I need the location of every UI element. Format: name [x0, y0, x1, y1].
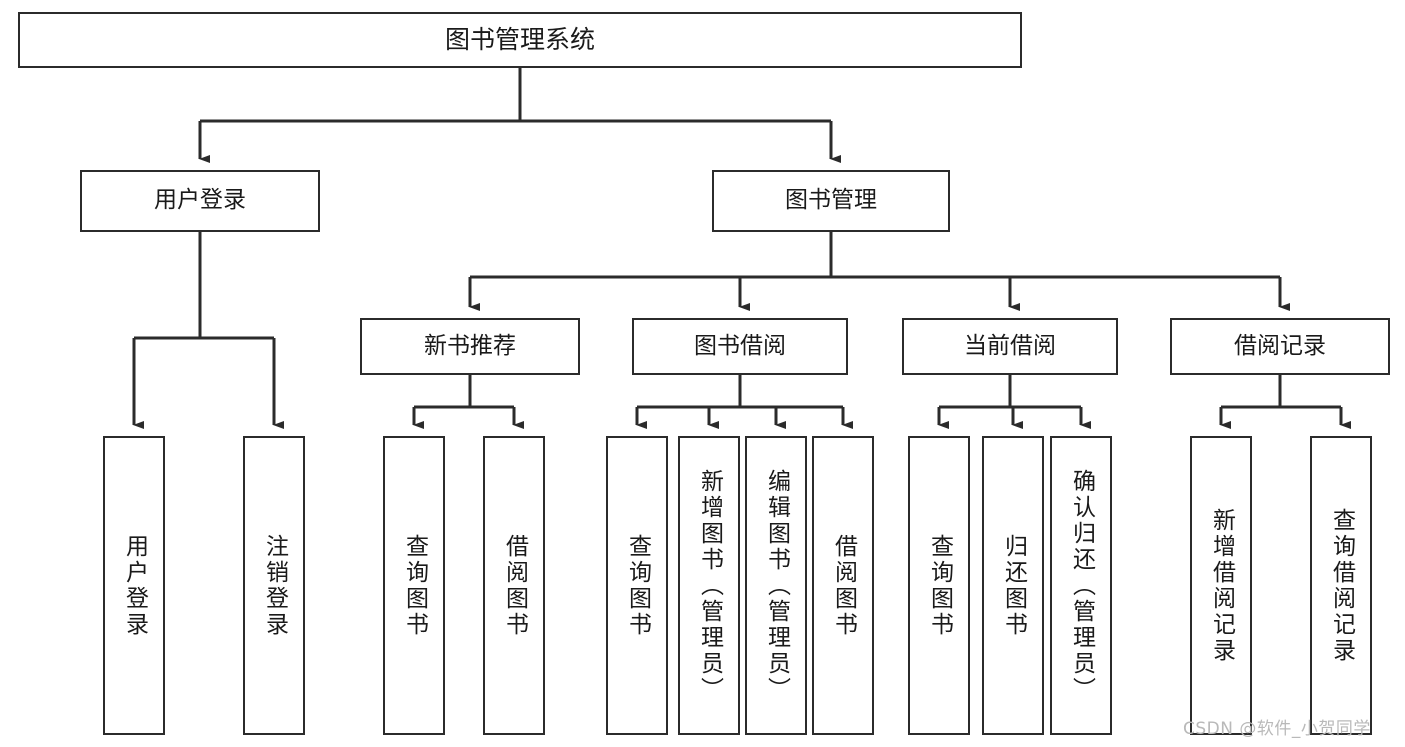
node-leaf-add-book[interactable]: 新增图书（管理员）	[678, 436, 740, 735]
node-label: 注销登录	[261, 533, 288, 638]
node-label: 查询图书	[624, 533, 651, 638]
node-root[interactable]: 图书管理系统	[18, 12, 1022, 68]
node-label: 借阅记录	[1234, 332, 1326, 359]
node-label: 图书管理	[785, 187, 877, 214]
node-label: 确认归还（管理员）	[1068, 468, 1095, 703]
node-book-borrow[interactable]: 图书借阅	[632, 318, 848, 375]
node-label: 新增借阅记录	[1208, 507, 1235, 664]
watermark-label: CSDN @软件_小贺同学	[1183, 719, 1371, 739]
node-book-manage[interactable]: 图书管理	[712, 170, 950, 232]
node-leaf-edit-book[interactable]: 编辑图书（管理员）	[745, 436, 807, 735]
node-leaf-borrow-book-2[interactable]: 借阅图书	[812, 436, 874, 735]
node-label: 编辑图书（管理员）	[763, 468, 790, 703]
node-label: 借阅图书	[830, 533, 857, 638]
node-label: 新增图书（管理员）	[696, 468, 723, 703]
node-label: 借阅图书	[501, 533, 528, 638]
node-label: 图书管理系统	[444, 25, 595, 54]
node-leaf-query-book-1[interactable]: 查询图书	[383, 436, 445, 735]
node-leaf-user-logout[interactable]: 注销登录	[243, 436, 305, 735]
node-label: 查询图书	[401, 533, 428, 638]
node-leaf-borrow-book-1[interactable]: 借阅图书	[483, 436, 545, 735]
node-label: 新书推荐	[424, 332, 516, 359]
node-leaf-query-book-2[interactable]: 查询图书	[606, 436, 668, 735]
node-leaf-confirm-return[interactable]: 确认归还（管理员）	[1050, 436, 1112, 735]
node-borrow-record[interactable]: 借阅记录	[1170, 318, 1390, 375]
node-leaf-query-book-3[interactable]: 查询图书	[908, 436, 970, 735]
node-label: 用户登录	[121, 533, 148, 638]
node-leaf-user-login[interactable]: 用户登录	[103, 436, 165, 735]
node-label: 查询借阅记录	[1328, 507, 1355, 664]
node-label: 归还图书	[1000, 533, 1027, 638]
node-leaf-add-record[interactable]: 新增借阅记录	[1190, 436, 1252, 735]
node-label: 图书借阅	[694, 332, 786, 359]
node-leaf-return-book[interactable]: 归还图书	[982, 436, 1044, 735]
node-user-login[interactable]: 用户登录	[80, 170, 320, 232]
node-current-borrow[interactable]: 当前借阅	[902, 318, 1118, 375]
node-label: 当前借阅	[964, 332, 1056, 359]
node-label: 查询图书	[926, 533, 953, 638]
node-leaf-query-record[interactable]: 查询借阅记录	[1310, 436, 1372, 735]
node-new-book-rec[interactable]: 新书推荐	[360, 318, 580, 375]
node-label: 用户登录	[154, 187, 246, 214]
